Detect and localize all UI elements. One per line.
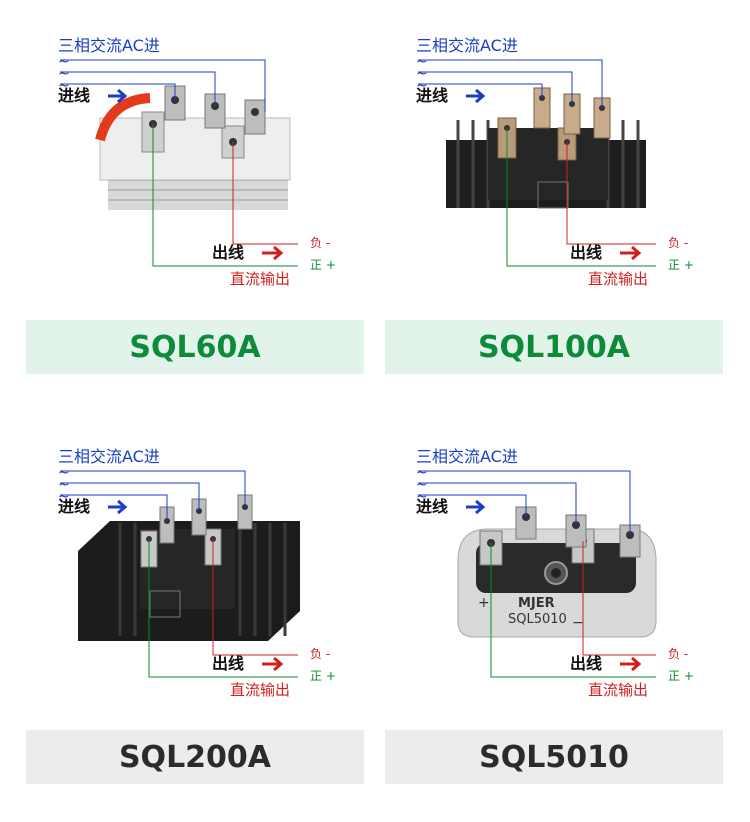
positive-label: 正 + — [310, 258, 336, 272]
tilde-2: ~ — [416, 477, 428, 493]
output-wire-label: 出线 — [212, 654, 245, 673]
svg-text:+: + — [478, 595, 490, 611]
svg-text:MJER: MJER — [518, 596, 555, 611]
tilde-2: ~ — [416, 66, 428, 82]
positive-label: 正 + — [668, 669, 694, 683]
svg-text:−: − — [572, 615, 584, 631]
tilde-1: ~ — [416, 54, 428, 70]
wiring-diagram — [418, 59, 656, 267]
dc-output-label: 直流输出 — [588, 270, 649, 288]
tilde-2: ~ — [58, 477, 70, 493]
input-wire-label: 进线 — [416, 497, 449, 516]
tilde-1: ~ — [58, 54, 70, 70]
product-panel-sql5010: + − MJER SQL5010 三相交流AC进 ~ ~ ~ 进线 出线 负 -… — [358, 411, 733, 822]
ac-input-label: 三相交流AC进 — [58, 447, 160, 466]
product-panel-sql100a: 三相交流AC进 ~ ~ ~ 进线 出线 负 - 正 + 直流输出 — [358, 0, 733, 411]
wiring-diagram — [60, 59, 298, 267]
output-wire-label: 出线 — [570, 654, 603, 673]
bridge-rectifier-image: + − MJER SQL5010 — [457, 506, 657, 638]
ac-input-label: 三相交流AC进 — [416, 447, 518, 466]
svg-text:SQL5010: SQL5010 — [508, 612, 567, 627]
ac-input-label: 三相交流AC进 — [58, 36, 160, 55]
tilde-3: ~ — [58, 78, 70, 94]
positive-label: 正 + — [310, 669, 336, 683]
wiring-diagram — [60, 470, 300, 678]
model-banner-sql60a: SQL60A — [26, 320, 364, 374]
dc-output-label: 直流输出 — [230, 681, 291, 699]
model-banner-sql100a: SQL100A — [385, 320, 723, 374]
negative-label: 负 - — [310, 647, 331, 661]
product-panel-sql200a: 三相交流AC进 ~ ~ ~ 进线 出线 负 - 正 + 直流输出 — [0, 411, 375, 822]
wiring-diagram: + − MJER SQL5010 — [418, 470, 657, 678]
positive-label: 正 + — [668, 258, 694, 272]
model-banner-sql200a: SQL200A — [26, 730, 364, 784]
tilde-1: ~ — [416, 465, 428, 481]
tilde-2: ~ — [58, 66, 70, 82]
input-wire-label: 进线 — [58, 497, 91, 516]
input-wire-label: 进线 — [416, 86, 449, 105]
negative-label: 负 - — [310, 236, 331, 250]
bridge-rectifier-image — [78, 494, 300, 641]
tilde-3: ~ — [416, 489, 428, 505]
bridge-rectifier-image — [95, 85, 291, 210]
product-panel-sql60a: 三相交流AC进 ~ ~ ~ 进线 出线 负 - 正 + 直流输出 — [0, 0, 375, 411]
tilde-1: ~ — [58, 465, 70, 481]
dc-output-label: 直流输出 — [230, 270, 291, 288]
dc-output-label: 直流输出 — [588, 681, 649, 699]
tilde-3: ~ — [58, 489, 70, 505]
output-wire-label: 出线 — [570, 243, 603, 262]
bridge-rectifier-image — [446, 87, 646, 209]
input-wire-label: 进线 — [58, 86, 91, 105]
ac-input-label: 三相交流AC进 — [416, 36, 518, 55]
negative-label: 负 - — [668, 647, 689, 661]
model-banner-sql5010: SQL5010 — [385, 730, 723, 784]
tilde-3: ~ — [416, 78, 428, 94]
negative-label: 负 - — [668, 236, 689, 250]
output-wire-label: 出线 — [212, 243, 245, 262]
